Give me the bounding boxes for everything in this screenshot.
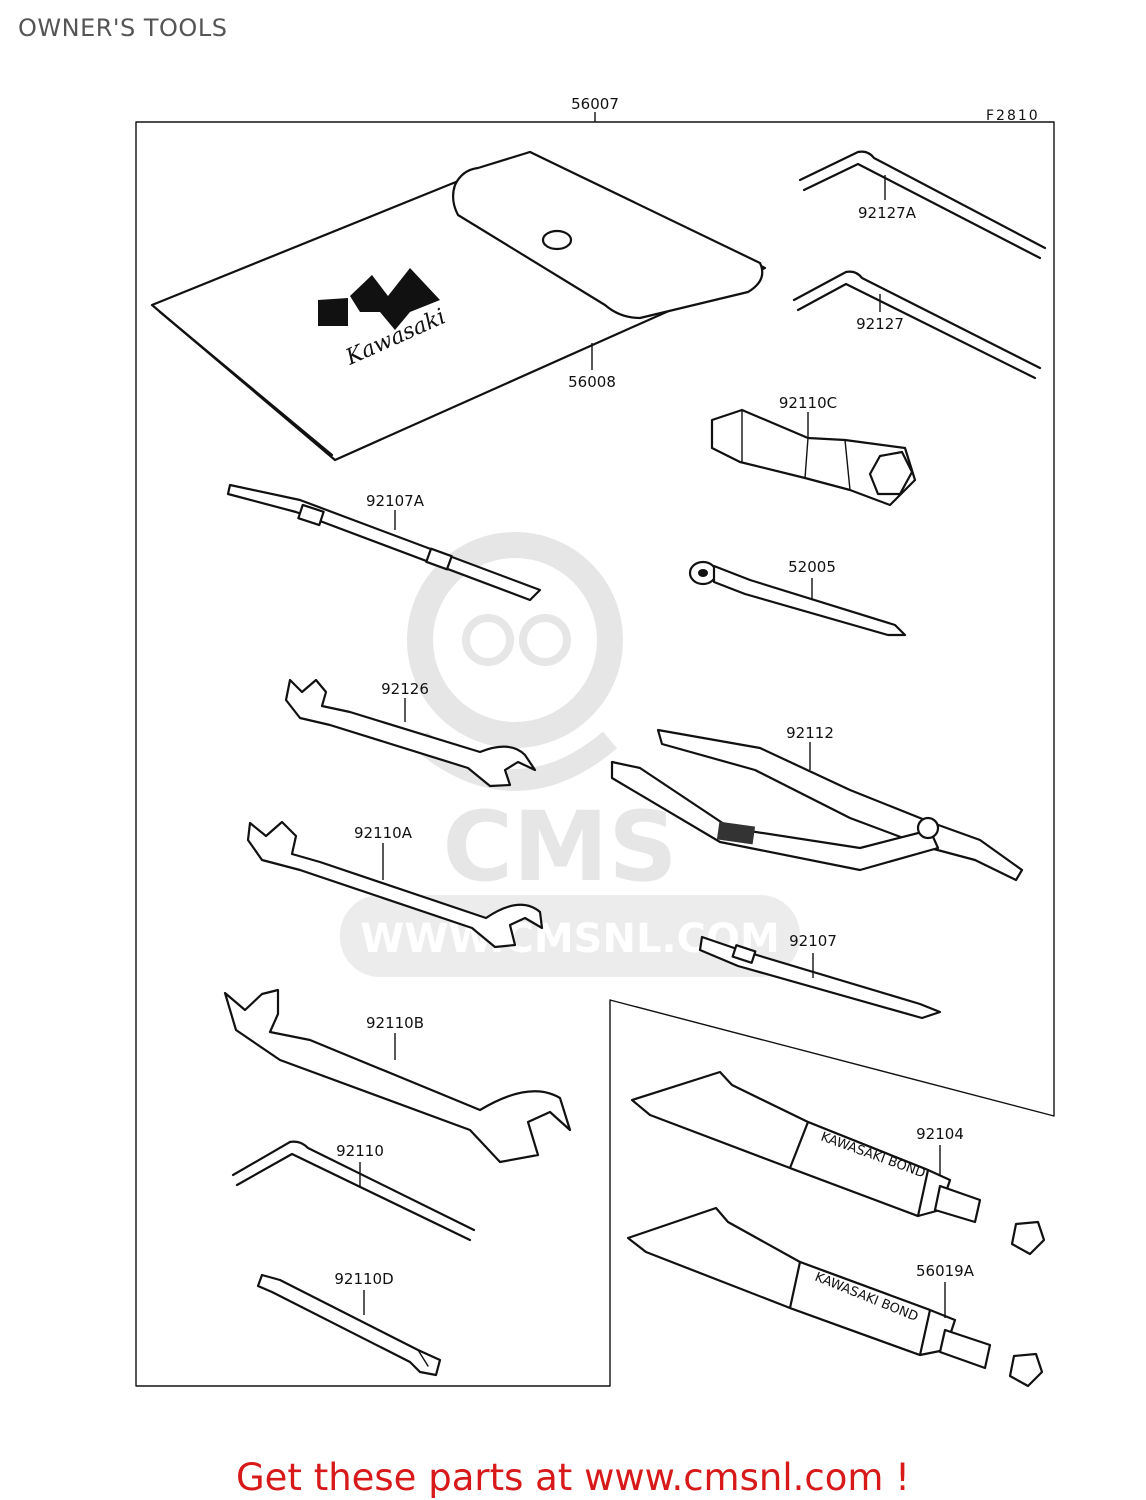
screwdriver-92107a [226, 483, 542, 602]
tool-pouch: Kawasaki [150, 150, 767, 462]
label-56007: 56007 [571, 95, 619, 113]
pliers-92112 [610, 728, 1024, 882]
wrench-92110a [246, 820, 544, 949]
label-56019a: 56019A [916, 1262, 975, 1280]
figure-code: F2810 [986, 108, 1040, 124]
label-92127: 92127 [856, 315, 904, 333]
wrench-92126 [284, 678, 537, 788]
label-92110c: 92110C [779, 394, 837, 412]
watermark-logo-text: CMS [442, 791, 677, 903]
page-title: OWNER'S TOOLS [18, 14, 228, 42]
hex-key-92127a [798, 150, 1047, 260]
label-52005: 52005 [788, 558, 836, 576]
label-92110b: 92110B [366, 1014, 424, 1032]
label-92127a: 92127A [858, 204, 917, 222]
extension-tool-52005 [688, 560, 907, 637]
footer-promo-link[interactable]: Get these parts at www.cmsnl.com ! [235, 1456, 910, 1499]
screwdriver-92107 [698, 935, 942, 1020]
label-56008: 56008 [568, 373, 616, 391]
label-92112: 92112 [786, 724, 834, 742]
bond-tube-56019a: KAWASAKI BOND [626, 1206, 1044, 1388]
label-92107a: 92107A [366, 492, 425, 510]
tool-92110d [256, 1273, 442, 1377]
wrench-92110b [223, 988, 572, 1164]
hex-key-92127 [792, 270, 1042, 380]
hex-key-92110 [231, 1140, 476, 1242]
diagram-frame [135, 112, 1055, 1387]
label-92110: 92110 [336, 1142, 384, 1160]
label-92126: 92126 [381, 680, 429, 698]
label-92104: 92104 [916, 1125, 964, 1143]
spark-plug-wrench [710, 408, 917, 507]
label-92110d: 92110D [334, 1270, 393, 1288]
label-92107: 92107 [789, 932, 837, 950]
label-92110a: 92110A [354, 824, 413, 842]
